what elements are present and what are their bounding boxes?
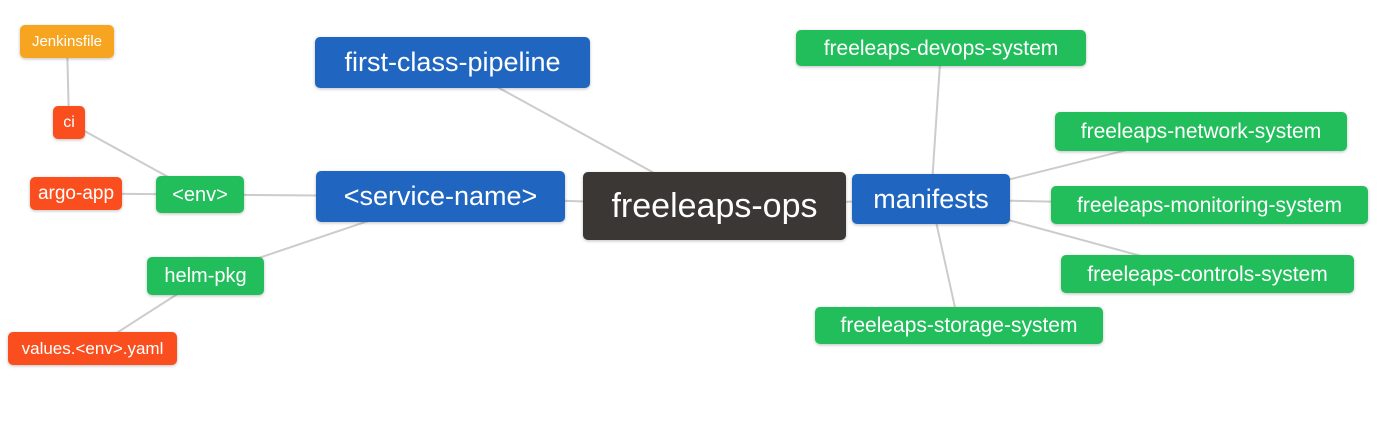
node-freeleaps-ops[interactable]: freeleaps-ops bbox=[583, 172, 846, 240]
node-label: manifests bbox=[873, 183, 989, 214]
node-label: freeleaps-controls-system bbox=[1087, 262, 1328, 286]
node-label: freeleaps-devops-system bbox=[823, 36, 1059, 60]
node-helm-pkg[interactable]: helm-pkg bbox=[147, 257, 264, 295]
node-label: helm-pkg bbox=[164, 265, 247, 287]
node-ci[interactable]: ci bbox=[53, 106, 85, 139]
node-label: first-class-pipeline bbox=[344, 47, 561, 77]
edge-manifests-devops-system bbox=[930, 47, 942, 200]
node-label: freeleaps-monitoring-system bbox=[1077, 193, 1342, 217]
node-label: Jenkinsfile bbox=[31, 33, 103, 50]
node-manifests[interactable]: manifests bbox=[852, 174, 1010, 224]
node-label: freeleaps-ops bbox=[611, 187, 818, 225]
node-label: freeleaps-storage-system bbox=[840, 314, 1078, 337]
node-devops-system[interactable]: freeleaps-devops-system bbox=[796, 30, 1086, 66]
node-service-name[interactable]: <service-name> bbox=[316, 171, 565, 222]
node-label: ci bbox=[63, 113, 75, 131]
node-label: <service-name> bbox=[343, 181, 538, 211]
node-jenkinsfile[interactable]: Jenkinsfile bbox=[20, 25, 114, 58]
node-label: argo-app bbox=[37, 183, 115, 204]
node-label: <env> bbox=[172, 183, 228, 206]
node-values-env-yaml[interactable]: values.<env>.yaml bbox=[8, 332, 177, 365]
node-controls-system[interactable]: freeleaps-controls-system bbox=[1061, 255, 1354, 293]
node-label: freeleaps-network-system bbox=[1080, 120, 1322, 143]
node-label: values.<env>.yaml bbox=[21, 339, 164, 358]
node-network-system[interactable]: freeleaps-network-system bbox=[1055, 112, 1347, 151]
node-env[interactable]: <env> bbox=[156, 176, 244, 213]
node-argo-app[interactable]: argo-app bbox=[30, 177, 122, 210]
node-storage-system[interactable]: freeleaps-storage-system bbox=[815, 307, 1103, 344]
node-monitoring-system[interactable]: freeleaps-monitoring-system bbox=[1051, 186, 1368, 224]
node-first-class-pipeline[interactable]: first-class-pipeline bbox=[315, 37, 590, 88]
